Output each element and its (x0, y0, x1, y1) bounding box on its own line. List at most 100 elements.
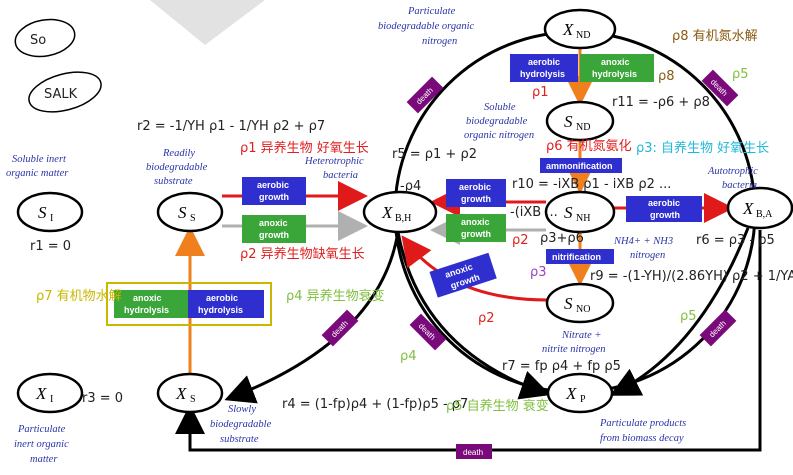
node-x-ba-main: X (742, 199, 754, 218)
svg-text:aerobic: aerobic (648, 198, 680, 208)
caption-ammonia-n: NH4+ + NH3 nitrogen (613, 236, 673, 261)
caption-heterotrophic: Heterotrophic bacteria (304, 156, 364, 181)
svg-text:Particulate: Particulate (407, 6, 456, 17)
node-x-bh-sub: B,H (395, 213, 411, 224)
svg-text:substrate: substrate (220, 434, 259, 445)
svg-text:growth: growth (259, 192, 289, 202)
box-anoxic-hydrolysis-nd: anoxic hydrolysis (580, 54, 654, 82)
node-s-nd-main: S (564, 112, 573, 131)
svg-text:biodegradable: biodegradable (146, 162, 208, 173)
node-s-no: S NO (545, 282, 615, 324)
node-x-ba-sub: B,A (756, 209, 773, 220)
node-x-p: X P (546, 372, 614, 414)
node-s-no-main: S (564, 294, 573, 313)
svg-text:biodegradable: biodegradable (210, 419, 272, 430)
hw-r11: r11 = -ρ6 + ρ8 (612, 95, 710, 110)
hw-p5: ρ5 (680, 309, 697, 324)
svg-text:inert organic: inert organic (14, 439, 69, 450)
svg-text:bacteria: bacteria (722, 180, 757, 191)
svg-text:Autotrophic: Autotrophic (707, 166, 758, 177)
box-aerobic-hydrolysis-nd: aerobic hydrolysis (510, 54, 578, 82)
hw-p3b: ρ3+ρ6 (540, 231, 584, 246)
node-x-s-main: X (175, 384, 187, 403)
box-anoxic-growth-nh: anoxic growth (446, 214, 506, 242)
svg-text:So: So (30, 33, 46, 48)
box-aerobic-growth-nh: aerobic growth (446, 179, 506, 207)
svg-text:Particulate products: Particulate products (599, 418, 686, 429)
svg-text:nitrite nitrogen: nitrite nitrogen (542, 344, 605, 355)
hw-r1: r1 = 0 (30, 239, 71, 254)
svg-text:growth: growth (259, 230, 289, 240)
svg-text:nitrogen: nitrogen (422, 36, 457, 47)
svg-text:Heterotrophic: Heterotrophic (304, 156, 364, 167)
svg-text:from biomass decay: from biomass decay (600, 433, 684, 444)
hw-p1-text: ρ1 异养生物 好氧生长 (240, 140, 369, 156)
node-s-s-sub: S (190, 213, 196, 224)
svg-text:NH4+ + NH3: NH4+ + NH3 (613, 236, 673, 247)
node-x-nd-main: X (562, 20, 574, 39)
death-badge-top-left: death (406, 76, 444, 114)
box-aerobic-growth-a: aerobic growth (626, 196, 702, 222)
node-s-nh-main: S (564, 203, 573, 222)
svg-text:death: death (463, 448, 483, 457)
svg-text:biodegradable organic: biodegradable organic (378, 21, 474, 32)
svg-text:growth: growth (650, 210, 680, 220)
hw-so-oval: So (14, 18, 76, 58)
hw-p4: ρ4 (400, 349, 417, 364)
svg-text:SALK: SALK (44, 87, 78, 102)
death-badge-top-right: death (701, 69, 739, 107)
svg-text:anoxic: anoxic (259, 218, 288, 228)
hw-salk-oval: SALK (28, 71, 102, 113)
node-s-s-main: S (178, 203, 187, 222)
caption-readily-biodegradable: Readily biodegradable substrate (146, 148, 208, 187)
node-x-s: X S (156, 372, 224, 414)
hw-p8: ρ8 (658, 69, 675, 84)
svg-text:growth: growth (461, 229, 491, 239)
caption-slowly-bio: Slowly biodegradable substrate (210, 404, 272, 445)
xba-to-xp-line (609, 227, 750, 396)
hw-p2-text: ρ2 异养生物缺氧生长 (240, 246, 365, 262)
node-s-nh-sub: NH (576, 213, 590, 224)
svg-text:organic matter: organic matter (6, 168, 69, 179)
svg-text:substrate: substrate (154, 176, 193, 187)
box-anoxic-growth-no: anoxic growth (429, 252, 497, 298)
svg-text:organic nitrogen: organic nitrogen (464, 130, 534, 141)
hw-p2-no: ρ2 (478, 311, 495, 326)
box-hydrolysis-xs-frame: anoxic hydrolysis aerobic hydrolysis (106, 282, 272, 326)
caption-autotrophic: Autotrophic bacteria (707, 166, 758, 191)
node-s-nh: S NH (544, 190, 616, 234)
hw-p7-text: ρ7 有机物水解 (36, 289, 122, 304)
hw-r6: r6 = ρ3 - ρ5 (696, 233, 775, 248)
node-s-no-sub: NO (576, 304, 590, 315)
node-x-ba: X B,A (726, 186, 793, 230)
svg-text:hydrolysis: hydrolysis (592, 69, 637, 79)
node-x-nd-sub: ND (576, 30, 590, 41)
node-s-nd-sub: ND (576, 122, 590, 133)
caption-nitrate: Nitrate + nitrite nitrogen (542, 330, 605, 355)
node-s-s: S S (156, 191, 224, 233)
hw-p2-nh: ρ2 (512, 233, 529, 248)
node-x-nd: X ND (543, 8, 617, 50)
box-anoxic-hydrolysis-xs-line2: hydrolysis (124, 305, 169, 315)
svg-text:nitrogen: nitrogen (630, 250, 665, 261)
node-s-nd: S ND (545, 100, 615, 142)
svg-text:hydrolysis: hydrolysis (520, 69, 565, 79)
hw-p6-text: ρ6 有机氮氨化 (546, 139, 632, 154)
death-badge-bottom: death (456, 444, 492, 459)
background-wedge (150, 0, 265, 45)
hw-r9: r9 = -(1-YH)/(2.86YH) ρ2 + 1/YA ρ3 (590, 269, 793, 284)
node-x-p-main: X (565, 384, 577, 403)
caption-soluble-inert: Soluble inert organic matter (6, 154, 69, 179)
hw-r4: r4 = (1-fp)ρ4 + (1-fp)ρ5 - ρ7 (282, 397, 468, 412)
hw-p4-text: ρ4 异养生物衰变 (286, 288, 385, 304)
box-ammonification: ammonification (540, 158, 622, 173)
caption-particulate-products: Particulate products from biomass decay (599, 418, 686, 444)
hw-r5: r5 = ρ1 + ρ2 (392, 147, 477, 162)
hw-minus-ixb: -(iXB ... (510, 205, 558, 220)
svg-text:bacteria: bacteria (323, 170, 358, 181)
node-x-i: X I (16, 372, 84, 414)
hw-p5-top: ρ5 (732, 67, 749, 82)
box-anoxic-growth-h: anoxic growth (242, 215, 306, 243)
node-s-i-main: S (38, 203, 47, 222)
